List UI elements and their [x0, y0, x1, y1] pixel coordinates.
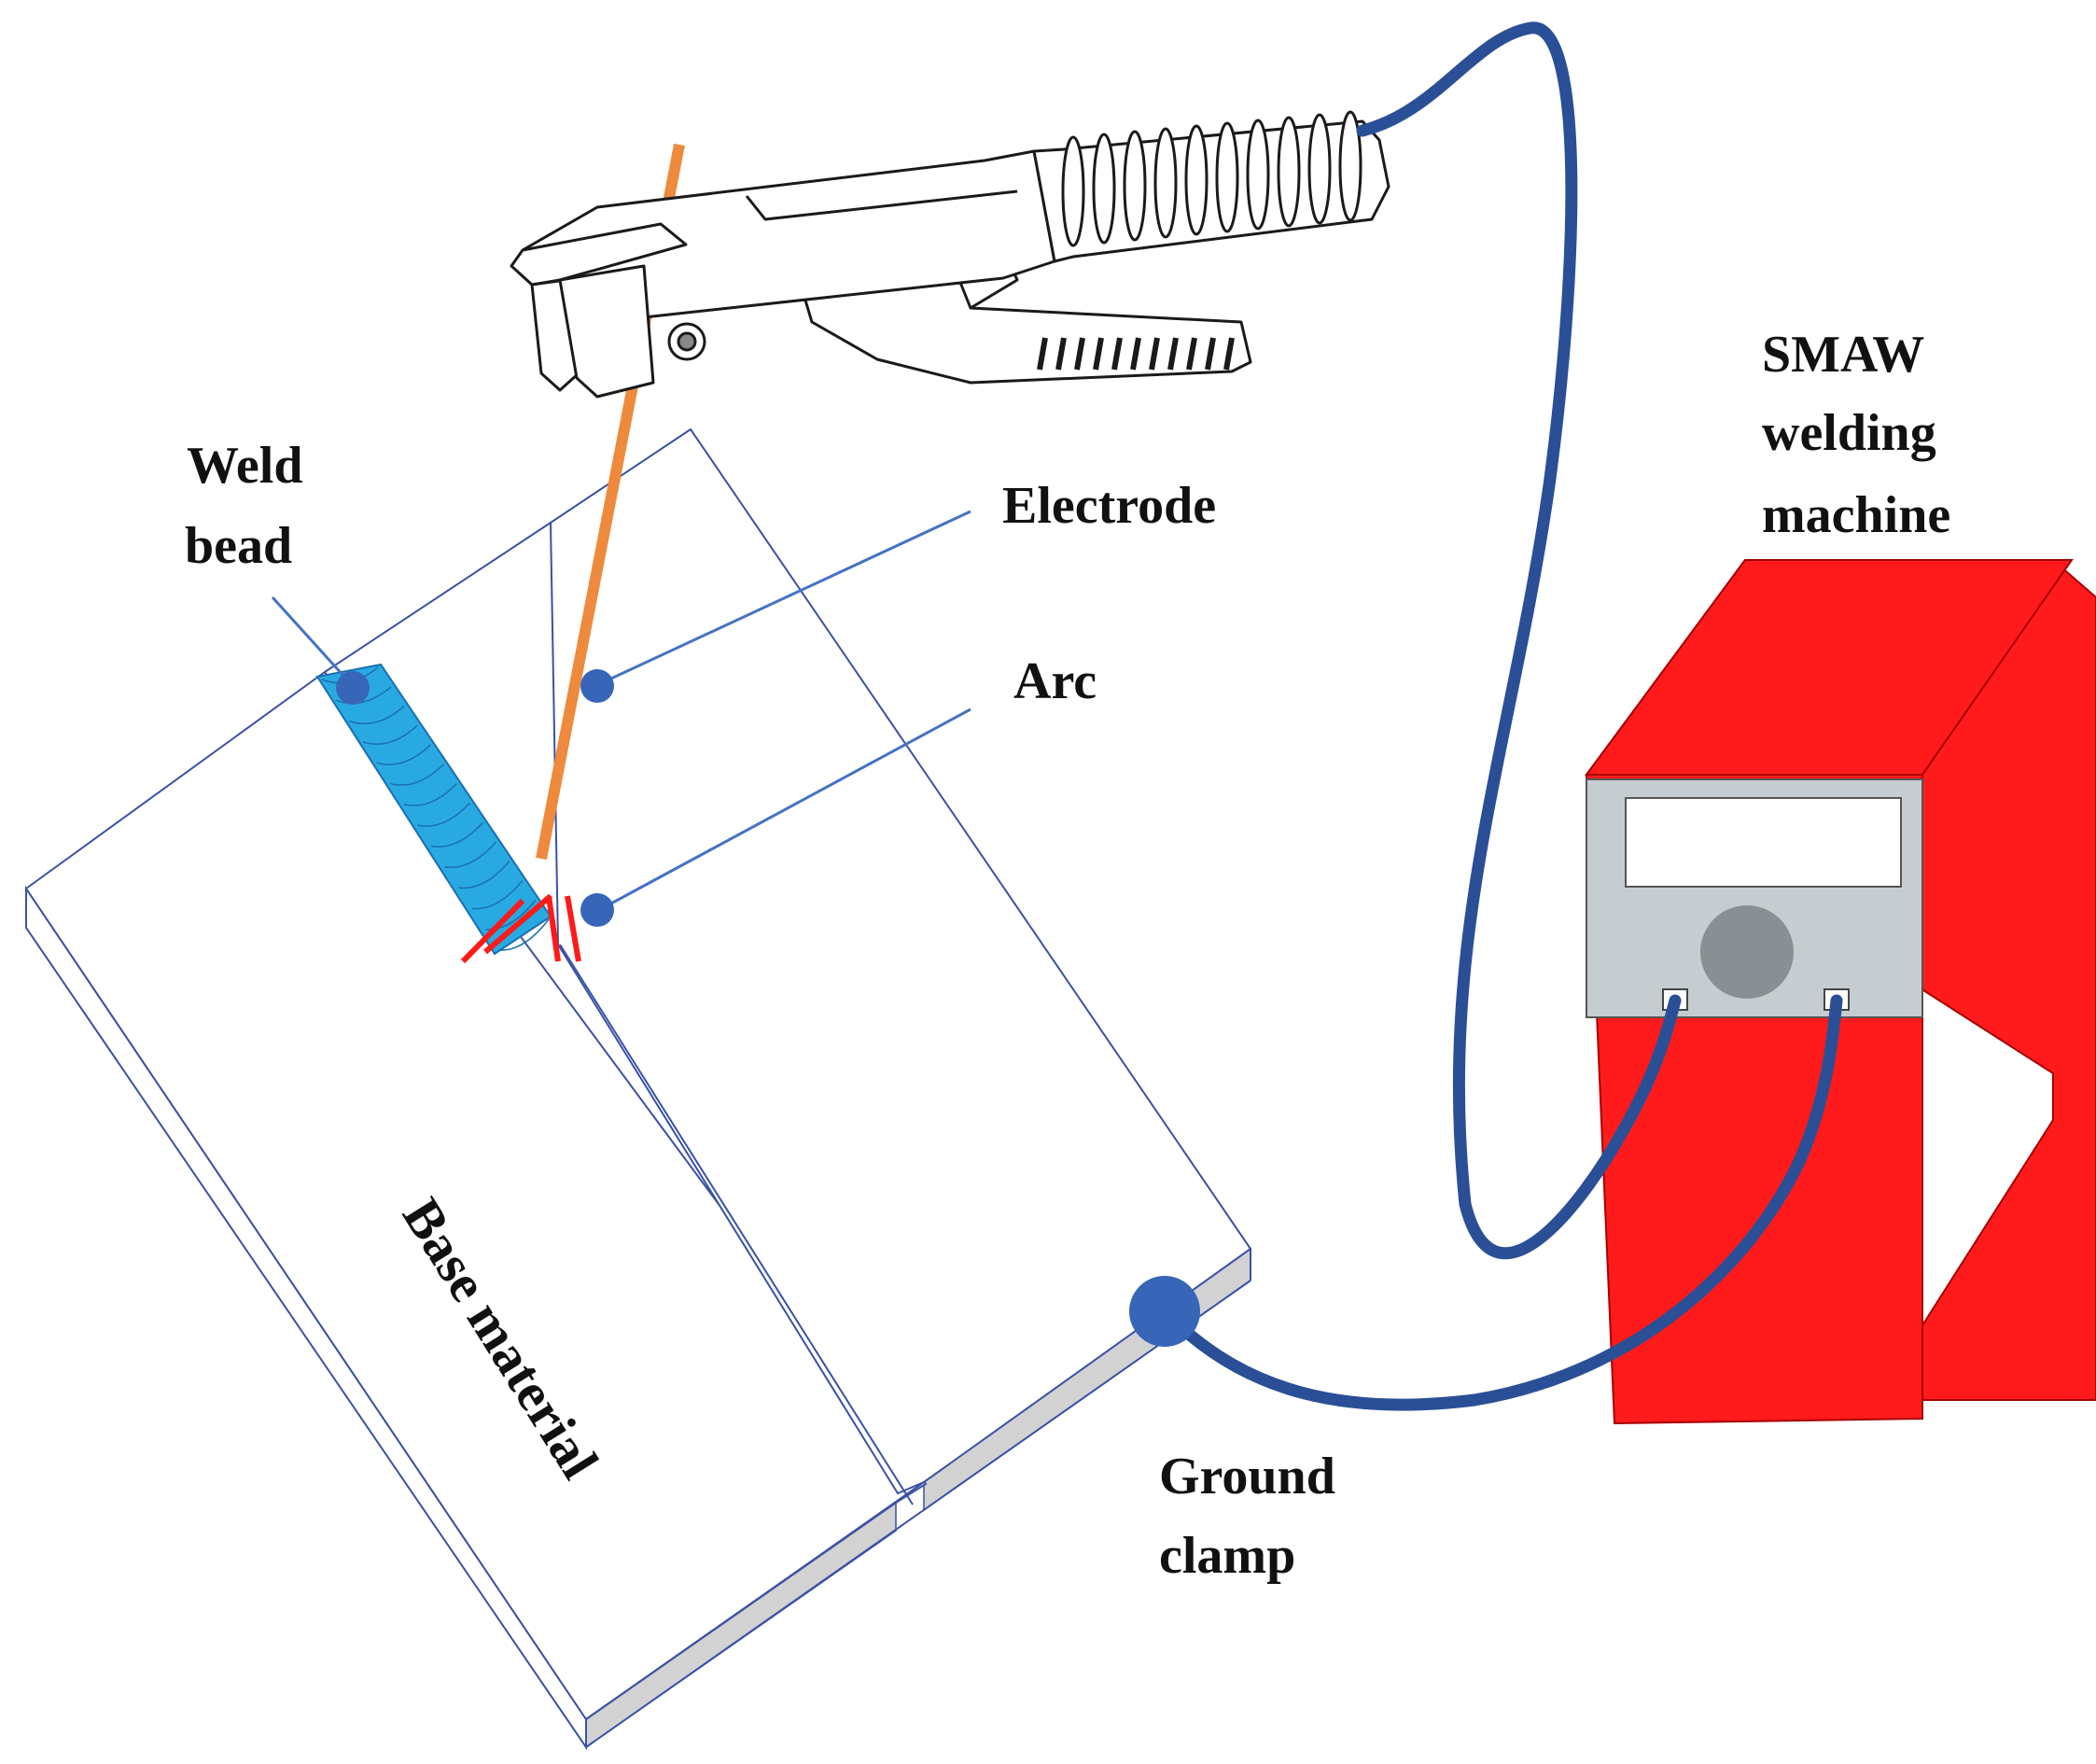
markers [336, 669, 1200, 1347]
electrode-cable [1356, 21, 1682, 1260]
lever-tooth [1223, 337, 1235, 371]
ground-clamp-label-line2: clamp [1159, 1527, 1295, 1585]
holder-sleeve [1032, 119, 1390, 263]
lever-tooth [1093, 337, 1104, 371]
base-plate [24, 427, 1252, 1751]
lever-serrations [1037, 337, 1235, 371]
lever-tooth [1186, 337, 1197, 371]
weld-ripple [471, 879, 524, 910]
weld-ripple [485, 899, 537, 931]
weld-bead-leader [271, 595, 355, 688]
sleeve-ring [1153, 127, 1178, 239]
plate-bottom-edge [585, 1280, 1251, 1748]
ground-clamp-label-line1: Ground [1159, 1448, 1335, 1505]
welding-machine [1585, 559, 2096, 1425]
machine-label-line3: machine [1762, 486, 1950, 544]
weld-ripple [430, 821, 484, 847]
electrode-marker [580, 669, 614, 703]
leader-lines [271, 510, 971, 912]
weld-ripple [389, 763, 444, 786]
plate-front-edge [585, 1481, 925, 1720]
arc-label: Arc [1013, 652, 1097, 710]
lever-tooth [1167, 337, 1179, 371]
electrode-holder [510, 110, 1390, 399]
cables [1158, 21, 1843, 1411]
weld-ripple [444, 841, 497, 869]
machine-top [1585, 559, 2074, 776]
holder-body-top [745, 189, 1018, 221]
weld-bead-marker [336, 671, 370, 705]
plate-left-face [24, 670, 928, 1721]
lever-tooth [1037, 337, 1048, 371]
joint-line [559, 944, 914, 1505]
sleeve-rings [1061, 110, 1362, 247]
lever-tooth [1205, 337, 1216, 371]
arc-leader [598, 707, 971, 912]
sleeve-ring [1092, 133, 1116, 245]
sleeve-ring [1307, 113, 1332, 225]
machine-display [1625, 797, 1902, 888]
weld-ripple [417, 802, 471, 827]
electrode-label: Electrode [1002, 477, 1216, 535]
joint-line-2 [324, 522, 552, 673]
sleeve-ring [1277, 116, 1301, 228]
machine-label-line2: welding [1762, 404, 1936, 462]
sleeve-ring [1061, 135, 1085, 247]
holder-jaw-front [558, 264, 655, 399]
weld-ripple [498, 918, 550, 951]
weld-ripple [458, 861, 510, 889]
sleeve-ring [1338, 110, 1362, 222]
arc-marker [580, 893, 614, 927]
weld-bead-label-line1: Weld [187, 437, 302, 495]
weld-ripple [403, 783, 457, 806]
sleeve-ring [1123, 130, 1147, 242]
lever-tooth [1111, 337, 1123, 371]
ground-clamp-marker [1129, 1276, 1200, 1347]
sleeve-ring [1184, 124, 1209, 236]
electrode-leader [598, 510, 971, 686]
lever-tooth [1074, 337, 1085, 371]
sleeve-ring [1246, 119, 1270, 231]
sleeve-ring [1215, 121, 1239, 233]
lever-tooth [1055, 337, 1067, 371]
machine-label-line1: SMAW [1762, 326, 1924, 384]
arc-line [460, 898, 525, 964]
weld-ripple [376, 744, 431, 765]
weld-ripple [348, 705, 405, 725]
lever-tooth [1149, 337, 1160, 371]
holder-screw-inner [677, 331, 697, 352]
arc-line [546, 895, 561, 962]
weld-bead-label-line2: bead [185, 517, 292, 575]
arc [460, 893, 581, 964]
machine-knob [1700, 905, 1794, 999]
weld-ripple [362, 724, 418, 745]
arc-line [483, 893, 552, 955]
weld-ripple [335, 686, 392, 705]
ground-cable [1158, 994, 1843, 1411]
arc-line [565, 895, 581, 962]
lever-tooth [1130, 337, 1141, 371]
